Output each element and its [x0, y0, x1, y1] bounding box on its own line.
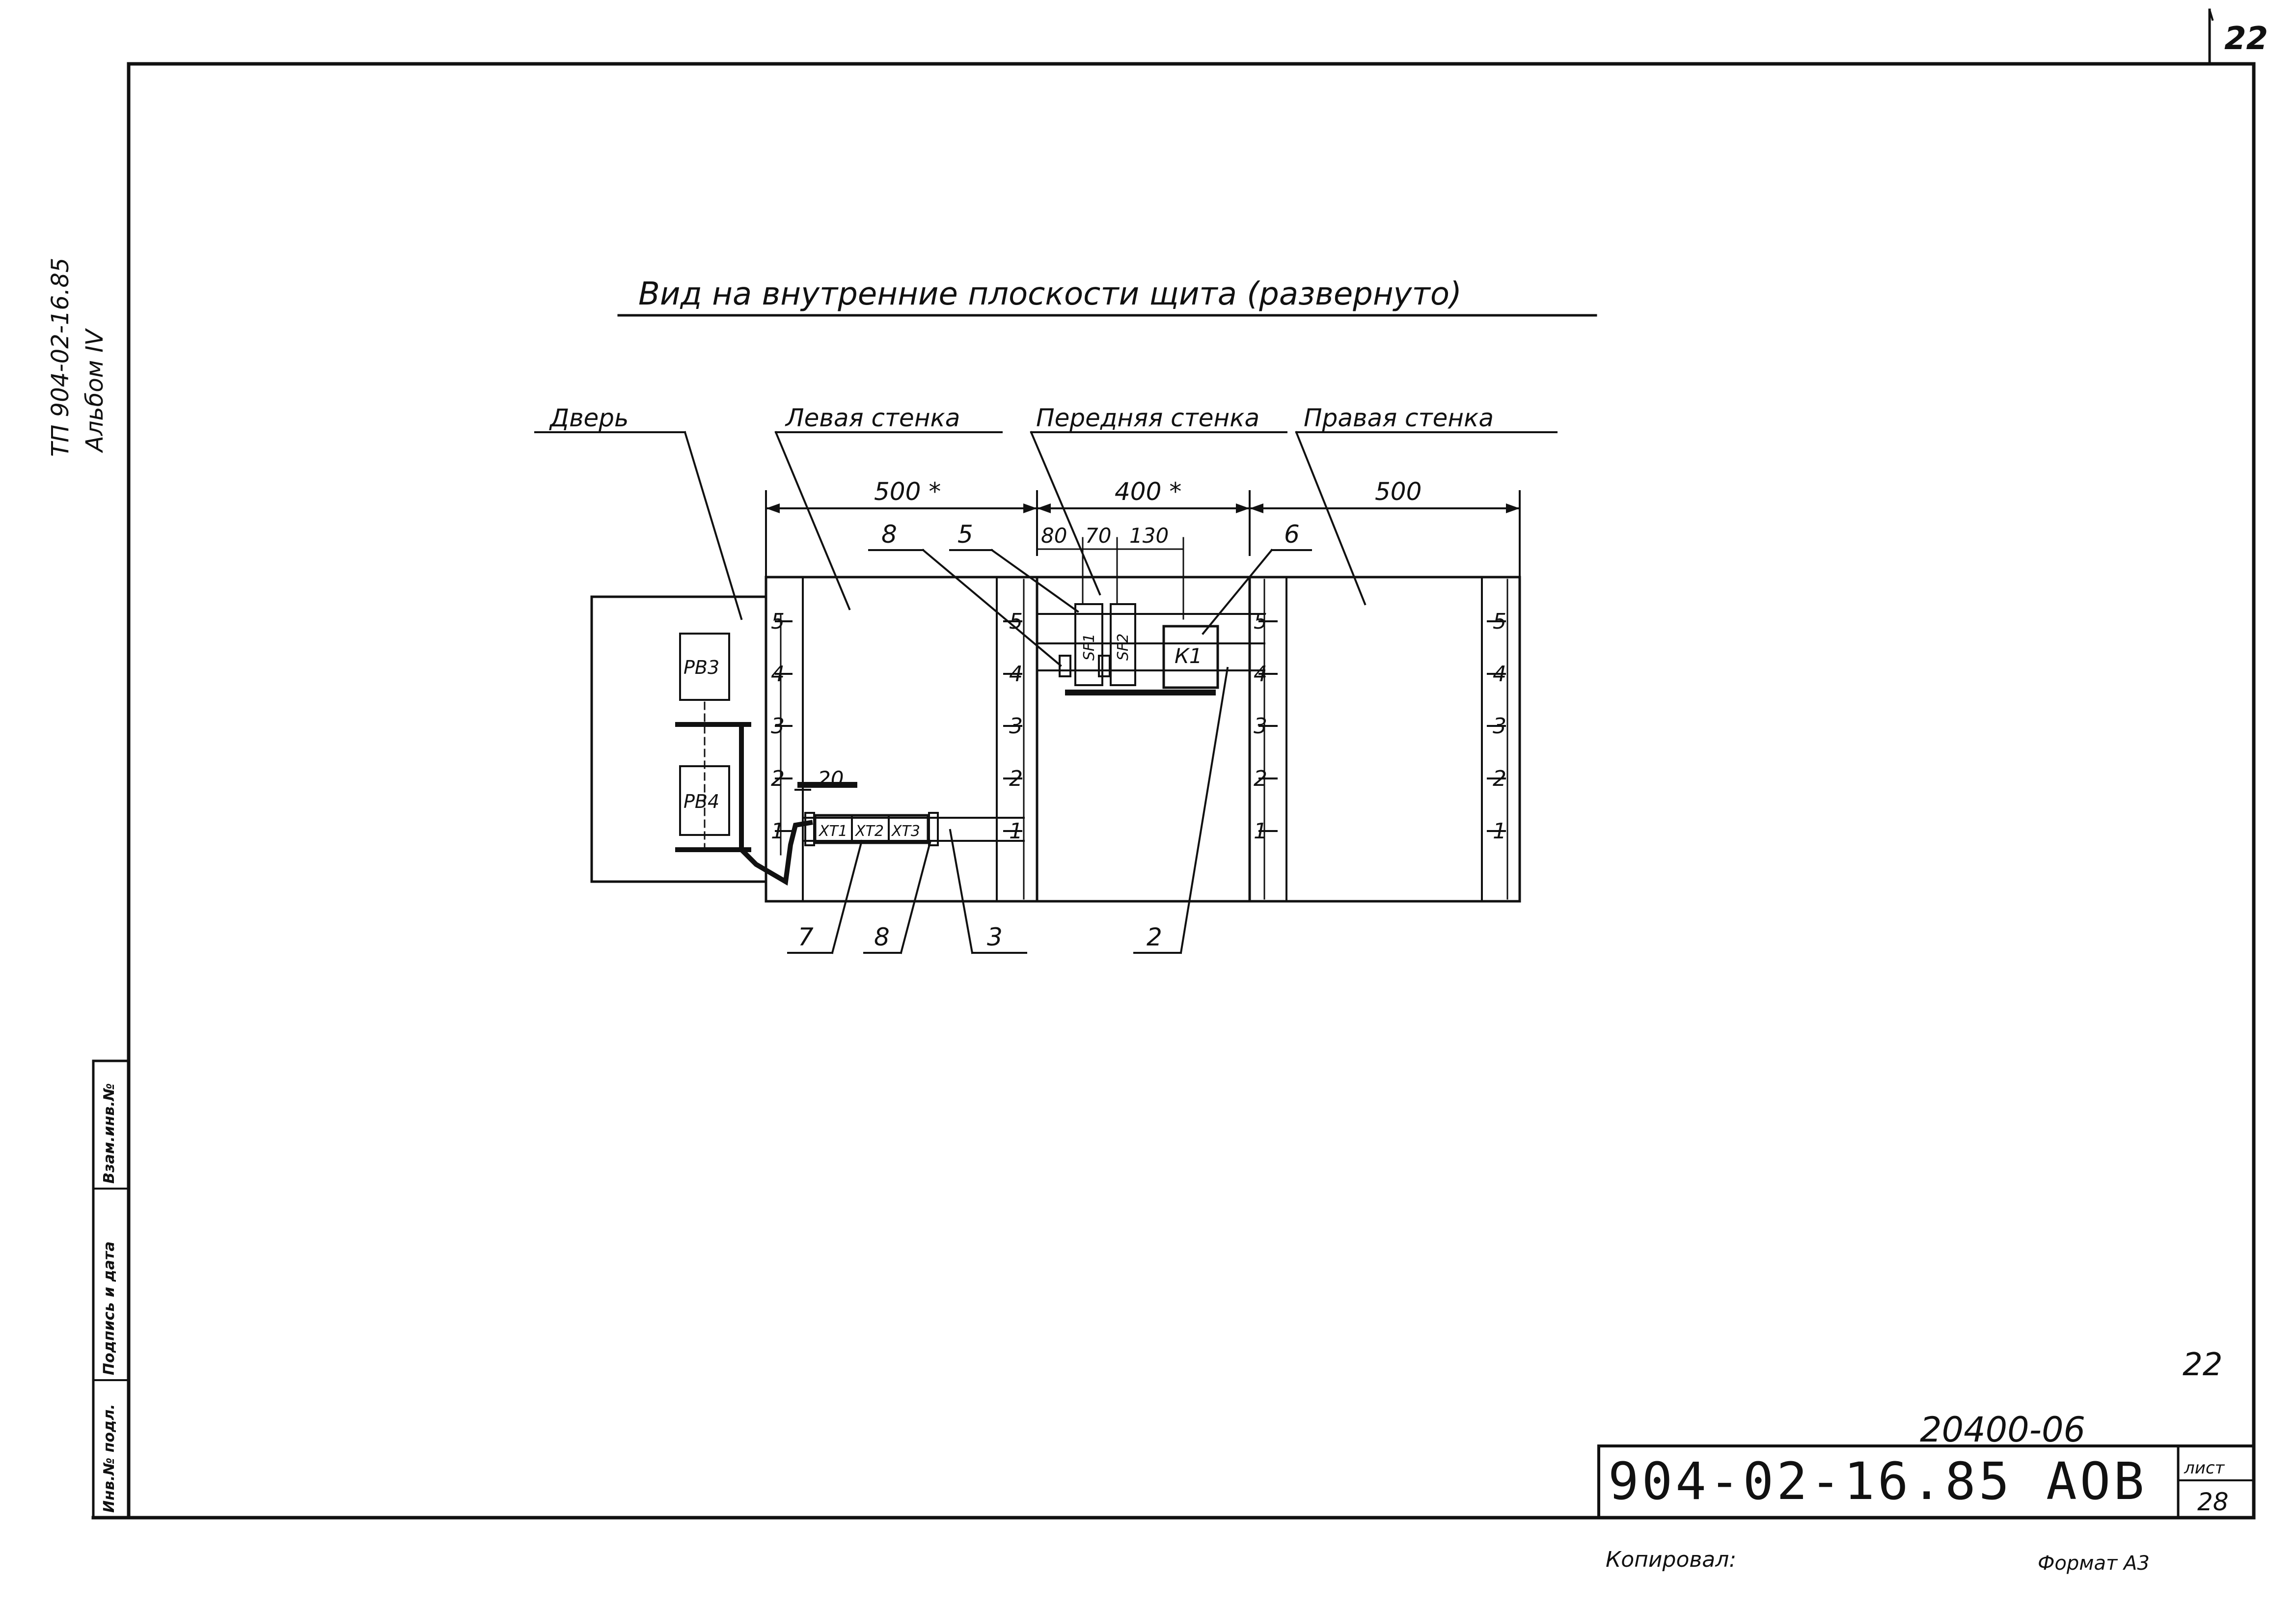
scale-3: 3: [1493, 714, 1506, 739]
format-label: Формат А3: [2038, 1552, 2150, 1575]
stamp-signature-date: Подпись и дата: [101, 1241, 118, 1375]
label-door: Дверь: [549, 404, 629, 432]
callout-bottom-8: [863, 839, 932, 954]
copied-by: Копировал:: [1606, 1547, 1737, 1572]
scale-1: 1: [1009, 819, 1023, 844]
scale-2: 2: [1254, 766, 1267, 791]
breaker-sf1: SF1: [1081, 634, 1098, 661]
scale-2: 2: [771, 766, 785, 791]
callout-8-bottom: 8: [874, 923, 890, 951]
scale-3: 3: [1009, 714, 1023, 739]
scale-5: 5: [1009, 609, 1023, 634]
terminal-block: [804, 812, 939, 846]
terminal-xt2: ХТ2: [854, 823, 884, 840]
callout-top-5: [949, 549, 1079, 613]
leader-right-wall: [1295, 431, 1367, 606]
contactor-k1-label: К1: [1175, 644, 1203, 668]
left-wall: [765, 576, 1039, 903]
din-rail-left: [802, 817, 1025, 842]
document-code: 904-02-16.85 АОВ: [1608, 1451, 2147, 1511]
scale-4: 4: [1254, 662, 1267, 687]
scale-5: 5: [1493, 609, 1506, 634]
scale-2: 2: [1009, 766, 1023, 791]
callout-bottom-7: [787, 839, 863, 954]
archive-number: 20400-06: [1920, 1410, 2085, 1450]
din-rail-front: [1036, 613, 1265, 695]
label-front-wall: Передняя стенка: [1036, 404, 1259, 432]
dim-left-width: 500 *: [874, 477, 941, 506]
terminal-xt1: ХТ1: [818, 823, 847, 840]
callout-top-6: [1202, 549, 1312, 635]
scale-4: 4: [771, 662, 785, 687]
dim-front-80: 80: [1041, 524, 1067, 548]
rail-right-b: [1487, 579, 1508, 900]
relay-pv3: [679, 633, 730, 701]
scale-1: 1: [1493, 819, 1506, 844]
door-cable: [710, 722, 813, 886]
scale-2: 2: [1493, 766, 1506, 791]
terminal-xt3: ХТ3: [891, 823, 920, 840]
title-block: [1597, 1444, 2255, 1519]
breaker-group: [1059, 603, 1136, 686]
dimension-line: [765, 490, 1521, 595]
breaker-sf2: SF2: [1115, 634, 1132, 661]
dim-right-width: 500: [1375, 477, 1421, 506]
scale-5: 5: [771, 609, 785, 634]
mark-22: 22: [2183, 1347, 2222, 1383]
scale-4: 4: [1009, 662, 1023, 687]
label-left-wall: Левая стенка: [785, 404, 960, 432]
sheet-number: 28: [2197, 1488, 2229, 1516]
leader-front-wall: [1030, 431, 1101, 596]
rail-right-a: [1258, 579, 1278, 900]
stamp-inv-podl: Инв.№ подл.: [101, 1404, 118, 1513]
callout-7-bottom: 7: [798, 923, 814, 951]
right-wall: [1248, 576, 1521, 903]
dim-front-width: 400 *: [1115, 477, 1181, 506]
scale-3: 3: [1254, 714, 1267, 739]
relay-pv3-label: РВ3: [683, 657, 719, 678]
drawing-title: Вид на внутренние плоскости щита (развер…: [638, 276, 1462, 312]
stamp-replacement: Взам.инв.№: [101, 1083, 118, 1184]
sheet-frame: [91, 8, 2256, 1520]
scale-1: 1: [1254, 819, 1267, 844]
dim-front-70: 70: [1085, 524, 1111, 548]
dim-front-130: 130: [1129, 524, 1169, 548]
leader-door: [683, 431, 743, 620]
callout-top-8: [868, 549, 1062, 667]
scale-4: 4: [1493, 662, 1506, 687]
scale-5: 5: [1254, 609, 1267, 634]
label-right-wall: Правая стенка: [1304, 404, 1494, 432]
scale-3: 3: [771, 714, 785, 739]
scale-1: 1: [771, 819, 785, 844]
leader-left-wall: [774, 431, 851, 611]
relay-pv4-label: РВ4: [683, 791, 719, 812]
side-caption-line2: Альбом IV: [81, 329, 109, 452]
callout-6-top: 6: [1284, 520, 1300, 549]
callout-bottom-2: [1133, 666, 1229, 954]
dim-offset-20: 20: [818, 767, 844, 791]
rail-left-a: [775, 613, 793, 856]
contactor-k1: [1162, 625, 1219, 689]
approval-stamp: [92, 1059, 130, 1519]
page-corner-number: 22: [2224, 21, 2268, 57]
callout-8-top: 8: [881, 520, 897, 549]
side-caption-line1: ТП 904-02-16.85: [47, 257, 74, 457]
callout-3-bottom: 3: [987, 923, 1003, 951]
callout-5-top: 5: [957, 520, 973, 549]
sheet-label: лист: [2184, 1458, 2225, 1478]
callout-2-bottom: 2: [1147, 923, 1162, 951]
callout-bottom-3: [949, 829, 1027, 954]
